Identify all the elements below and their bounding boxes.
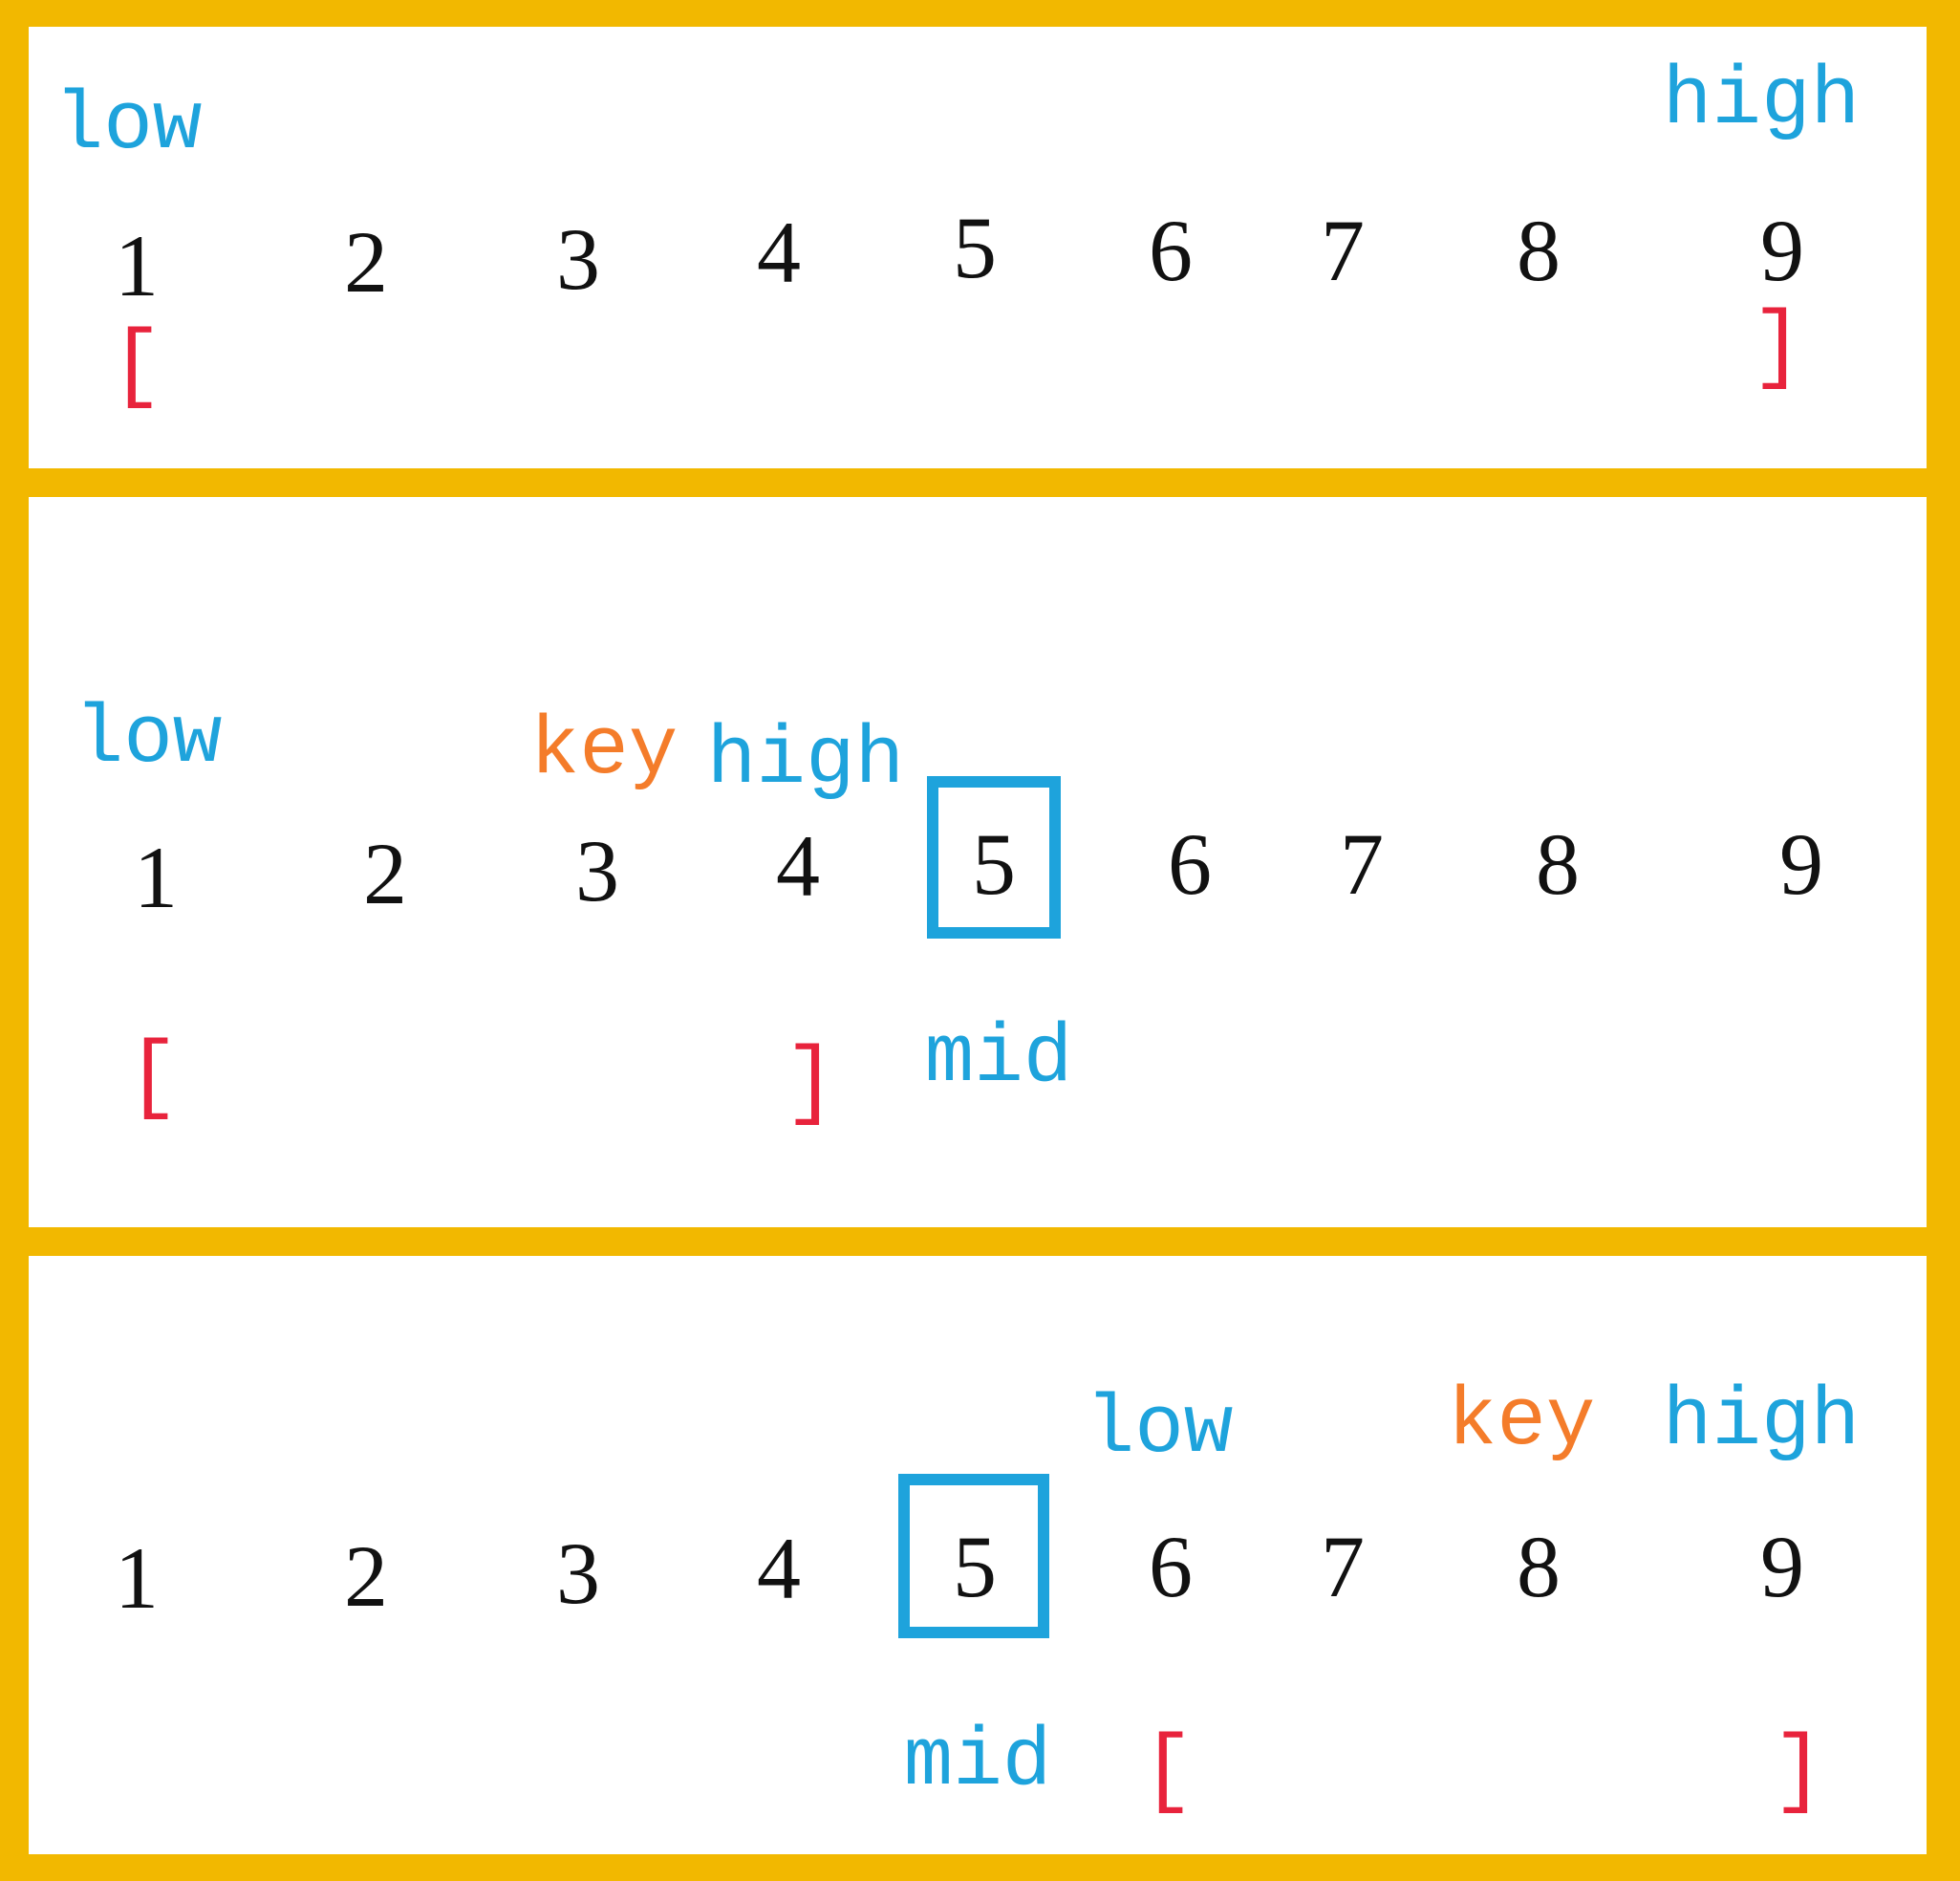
mid-label: mid	[903, 1715, 1052, 1808]
array-value-5: 5	[953, 199, 997, 296]
high-label: high	[1662, 1374, 1861, 1468]
array-value-9: 9	[1760, 1518, 1804, 1615]
array-value-2: 2	[344, 213, 388, 311]
array-value-1: 1	[134, 829, 178, 926]
high-label: high	[706, 713, 905, 807]
array-value-5: 5	[972, 815, 1016, 913]
open-bracket: [	[110, 316, 163, 417]
array-value-1: 1	[115, 1529, 159, 1627]
mid-highlight-box	[898, 1474, 1049, 1638]
array-value-2: 2	[344, 1527, 388, 1625]
array-value-4: 4	[757, 204, 801, 301]
array-value-7: 7	[1321, 202, 1365, 299]
array-value-9: 9	[1779, 815, 1823, 913]
mid-label: mid	[924, 1011, 1073, 1105]
array-value-6: 6	[1149, 1518, 1193, 1615]
array-value-4: 4	[776, 817, 820, 915]
array-value-2: 2	[363, 825, 407, 922]
array-value-1: 1	[115, 217, 159, 314]
array-value-6: 6	[1168, 815, 1212, 913]
close-bracket: ]	[1751, 297, 1804, 398]
low-label: low	[74, 692, 223, 786]
low-label: low	[54, 78, 203, 172]
array-value-8: 8	[1517, 202, 1561, 299]
array-value-8: 8	[1536, 815, 1580, 913]
array-value-3: 3	[556, 1524, 600, 1622]
array-value-3: 3	[575, 822, 619, 919]
step-panel-3	[29, 1256, 1927, 1854]
low-label: low	[1085, 1382, 1234, 1476]
array-value-8: 8	[1517, 1518, 1561, 1615]
key-label: key	[1447, 1374, 1596, 1468]
key-label: key	[529, 703, 678, 797]
open-bracket: [	[1141, 1721, 1195, 1822]
array-value-5: 5	[953, 1518, 997, 1615]
array-value-9: 9	[1760, 202, 1804, 299]
array-value-7: 7	[1340, 815, 1384, 913]
step-panel-2	[29, 497, 1927, 1227]
high-label: high	[1662, 54, 1861, 147]
array-value-4: 4	[757, 1520, 801, 1617]
array-value-6: 6	[1149, 202, 1193, 299]
array-value-7: 7	[1321, 1518, 1365, 1615]
open-bracket: [	[126, 1027, 180, 1128]
close-bracket: ]	[784, 1033, 837, 1134]
close-bracket: ]	[1772, 1721, 1825, 1822]
array-value-3: 3	[556, 210, 600, 308]
step-panel-1	[29, 27, 1927, 468]
mid-highlight-box	[927, 776, 1061, 939]
